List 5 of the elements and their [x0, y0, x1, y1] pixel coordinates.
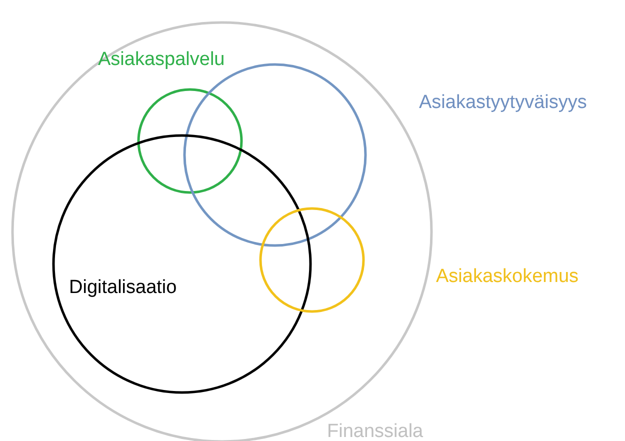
- set-label: Asiakaskokemus: [436, 266, 579, 288]
- set-label: Digitalisaatio: [69, 277, 177, 299]
- set-label: Finanssiala: [327, 421, 424, 441]
- set-label: Asiakastyytyväisyys: [419, 92, 587, 114]
- set-label: Asiakaspalvelu: [98, 49, 225, 71]
